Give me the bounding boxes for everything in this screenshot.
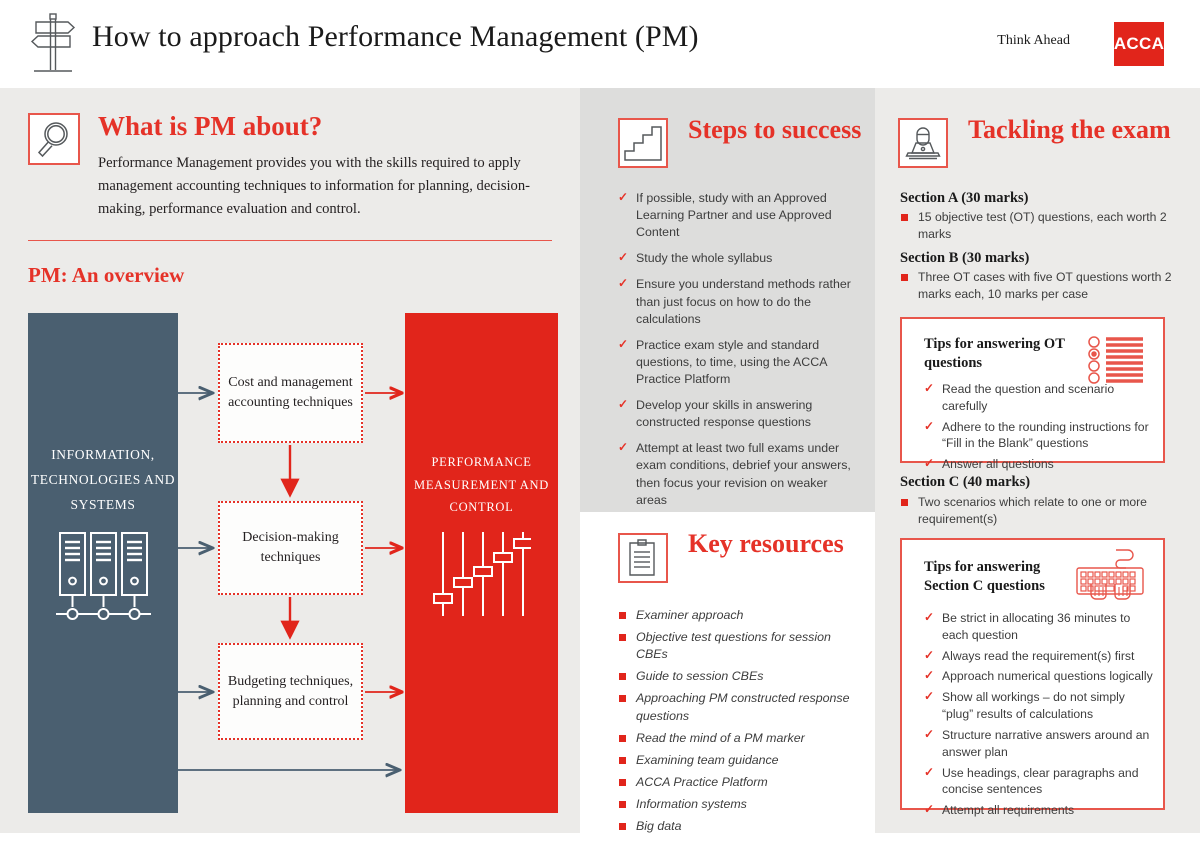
list-item: Study the whole syllabus <box>618 249 858 267</box>
person-laptop-icon-box <box>898 118 948 168</box>
list-item: Ensure you understand methods rather tha… <box>618 275 858 327</box>
steps-to-success-title: Steps to success <box>688 115 862 144</box>
key-resources-list: Examiner approach Objective test questio… <box>618 607 858 840</box>
sliders-icon <box>433 528 533 625</box>
servers-icon <box>56 531 152 631</box>
list-item[interactable]: Guide to session CBEs <box>618 668 858 685</box>
clipboard-icon-box <box>618 533 668 583</box>
person-laptop-icon <box>905 127 941 160</box>
list-item[interactable]: ACCA Practice Platform <box>618 774 858 791</box>
list-item: Attempt at least two full exams under ex… <box>618 439 858 508</box>
page-title: How to approach Performance Management (… <box>92 20 699 53</box>
tips-ot-title: Tips for answering OT questions <box>924 336 1065 372</box>
section-a-heading: Section A (30 marks) <box>900 190 1029 206</box>
list-item: Develop your skills in answering constru… <box>618 396 858 431</box>
tips-ot-list: Read the question and scenario carefully… <box>924 380 1152 477</box>
list-item: Answer all questions <box>924 455 1152 473</box>
list-item: Use headings, clear paragraphs and conci… <box>924 764 1154 799</box>
pm-overview-diagram: INFORMATION, TECHNOLOGIES AND SYSTEMS <box>28 313 558 813</box>
section-c-heading: Section C (40 marks) <box>900 474 1031 490</box>
list-item: Show all workings – do not simply “plug”… <box>924 688 1154 723</box>
diagram-box-budgeting: Budgeting techniques, planning and contr… <box>218 643 363 740</box>
list-item[interactable]: Examiner approach <box>618 607 858 624</box>
list-item: Practice exam style and standard questio… <box>618 336 858 388</box>
signpost-icon <box>28 10 78 83</box>
list-item[interactable]: Information systems <box>618 796 858 813</box>
pm-about-body: Performance Management provides you with… <box>98 155 531 218</box>
list-item: Two scenarios which relate to one or mor… <box>900 494 1190 528</box>
list-item: Always read the requirement(s) first <box>924 647 1154 665</box>
tips-section-c-box: Tips for answering Section C questions <box>900 538 1165 818</box>
section-c-list: Two scenarios which relate to one or mor… <box>900 494 1190 528</box>
tips-section-c-list: Be strict in allocating 36 minutes to ea… <box>924 609 1154 823</box>
diagram-box-decision-making: Decision-making techniques <box>218 501 363 595</box>
list-item: Adhere to the rounding instructions for … <box>924 418 1152 453</box>
diagram-box-cost-management: Cost and management accounting technique… <box>218 343 363 443</box>
tips-ot-questions-box: Tips for answering OT questions Read the… <box>900 317 1165 472</box>
list-item[interactable]: Big data <box>618 818 858 835</box>
page-header: How to approach Performance Management (… <box>0 0 1200 88</box>
pm-about-title: What is PM about? <box>98 111 323 141</box>
list-item[interactable]: Read the mind of a PM marker <box>618 730 858 747</box>
list-item[interactable]: Examining team guidance <box>618 752 858 769</box>
tips-section-c-title: Tips for answering Section C questions <box>924 559 1045 595</box>
section-a-list: 15 objective test (OT) questions, each w… <box>900 209 1190 243</box>
tagline: Think Ahead <box>997 33 1070 48</box>
pm-overview-title: PM: An overview <box>28 263 185 287</box>
magnifier-icon <box>37 122 68 158</box>
section-b-list: Three OT cases with five OT questions wo… <box>900 269 1190 303</box>
list-item: Three OT cases with five OT questions wo… <box>900 269 1190 303</box>
performance-measurement-panel: PERFORMANCE MEASUREMENT AND CONTROL <box>405 313 558 813</box>
information-systems-panel: INFORMATION, TECHNOLOGIES AND SYSTEMS <box>28 313 178 813</box>
left-divider <box>28 240 552 241</box>
section-b-heading: Section B (30 marks) <box>900 250 1030 266</box>
list-item: 15 objective test (OT) questions, each w… <box>900 209 1190 243</box>
key-resources-title: Key resources <box>688 529 844 558</box>
acca-logo: ACCA <box>1114 22 1164 66</box>
magnifier-icon-box <box>28 113 80 165</box>
tackling-the-exam-title: Tackling the exam <box>968 115 1171 144</box>
list-item[interactable]: Objective test questions for session CBE… <box>618 629 858 663</box>
list-item: Attempt all requirements <box>924 801 1154 819</box>
list-item: Read the question and scenario carefully <box>924 380 1152 415</box>
performance-measurement-label: PERFORMANCE MEASUREMENT AND CONTROL <box>414 455 549 514</box>
stairs-icon <box>624 126 662 161</box>
list-item[interactable]: Approaching PM constructed response ques… <box>618 690 858 724</box>
diagram-connectors <box>178 313 558 813</box>
list-item: If possible, study with an Approved Lear… <box>618 189 858 241</box>
keyboard-hands-icon <box>1071 546 1151 621</box>
steps-to-success-list: If possible, study with an Approved Lear… <box>618 189 858 518</box>
list-item: Approach numerical questions logically <box>924 667 1154 685</box>
information-systems-label: INFORMATION, TECHNOLOGIES AND SYSTEMS <box>30 447 176 512</box>
clipboard-icon <box>629 539 655 576</box>
list-item: Structure narrative answers around an an… <box>924 726 1154 761</box>
list-item: Be strict in allocating 36 minutes to ea… <box>924 609 1154 644</box>
stairs-icon-box <box>618 118 668 168</box>
